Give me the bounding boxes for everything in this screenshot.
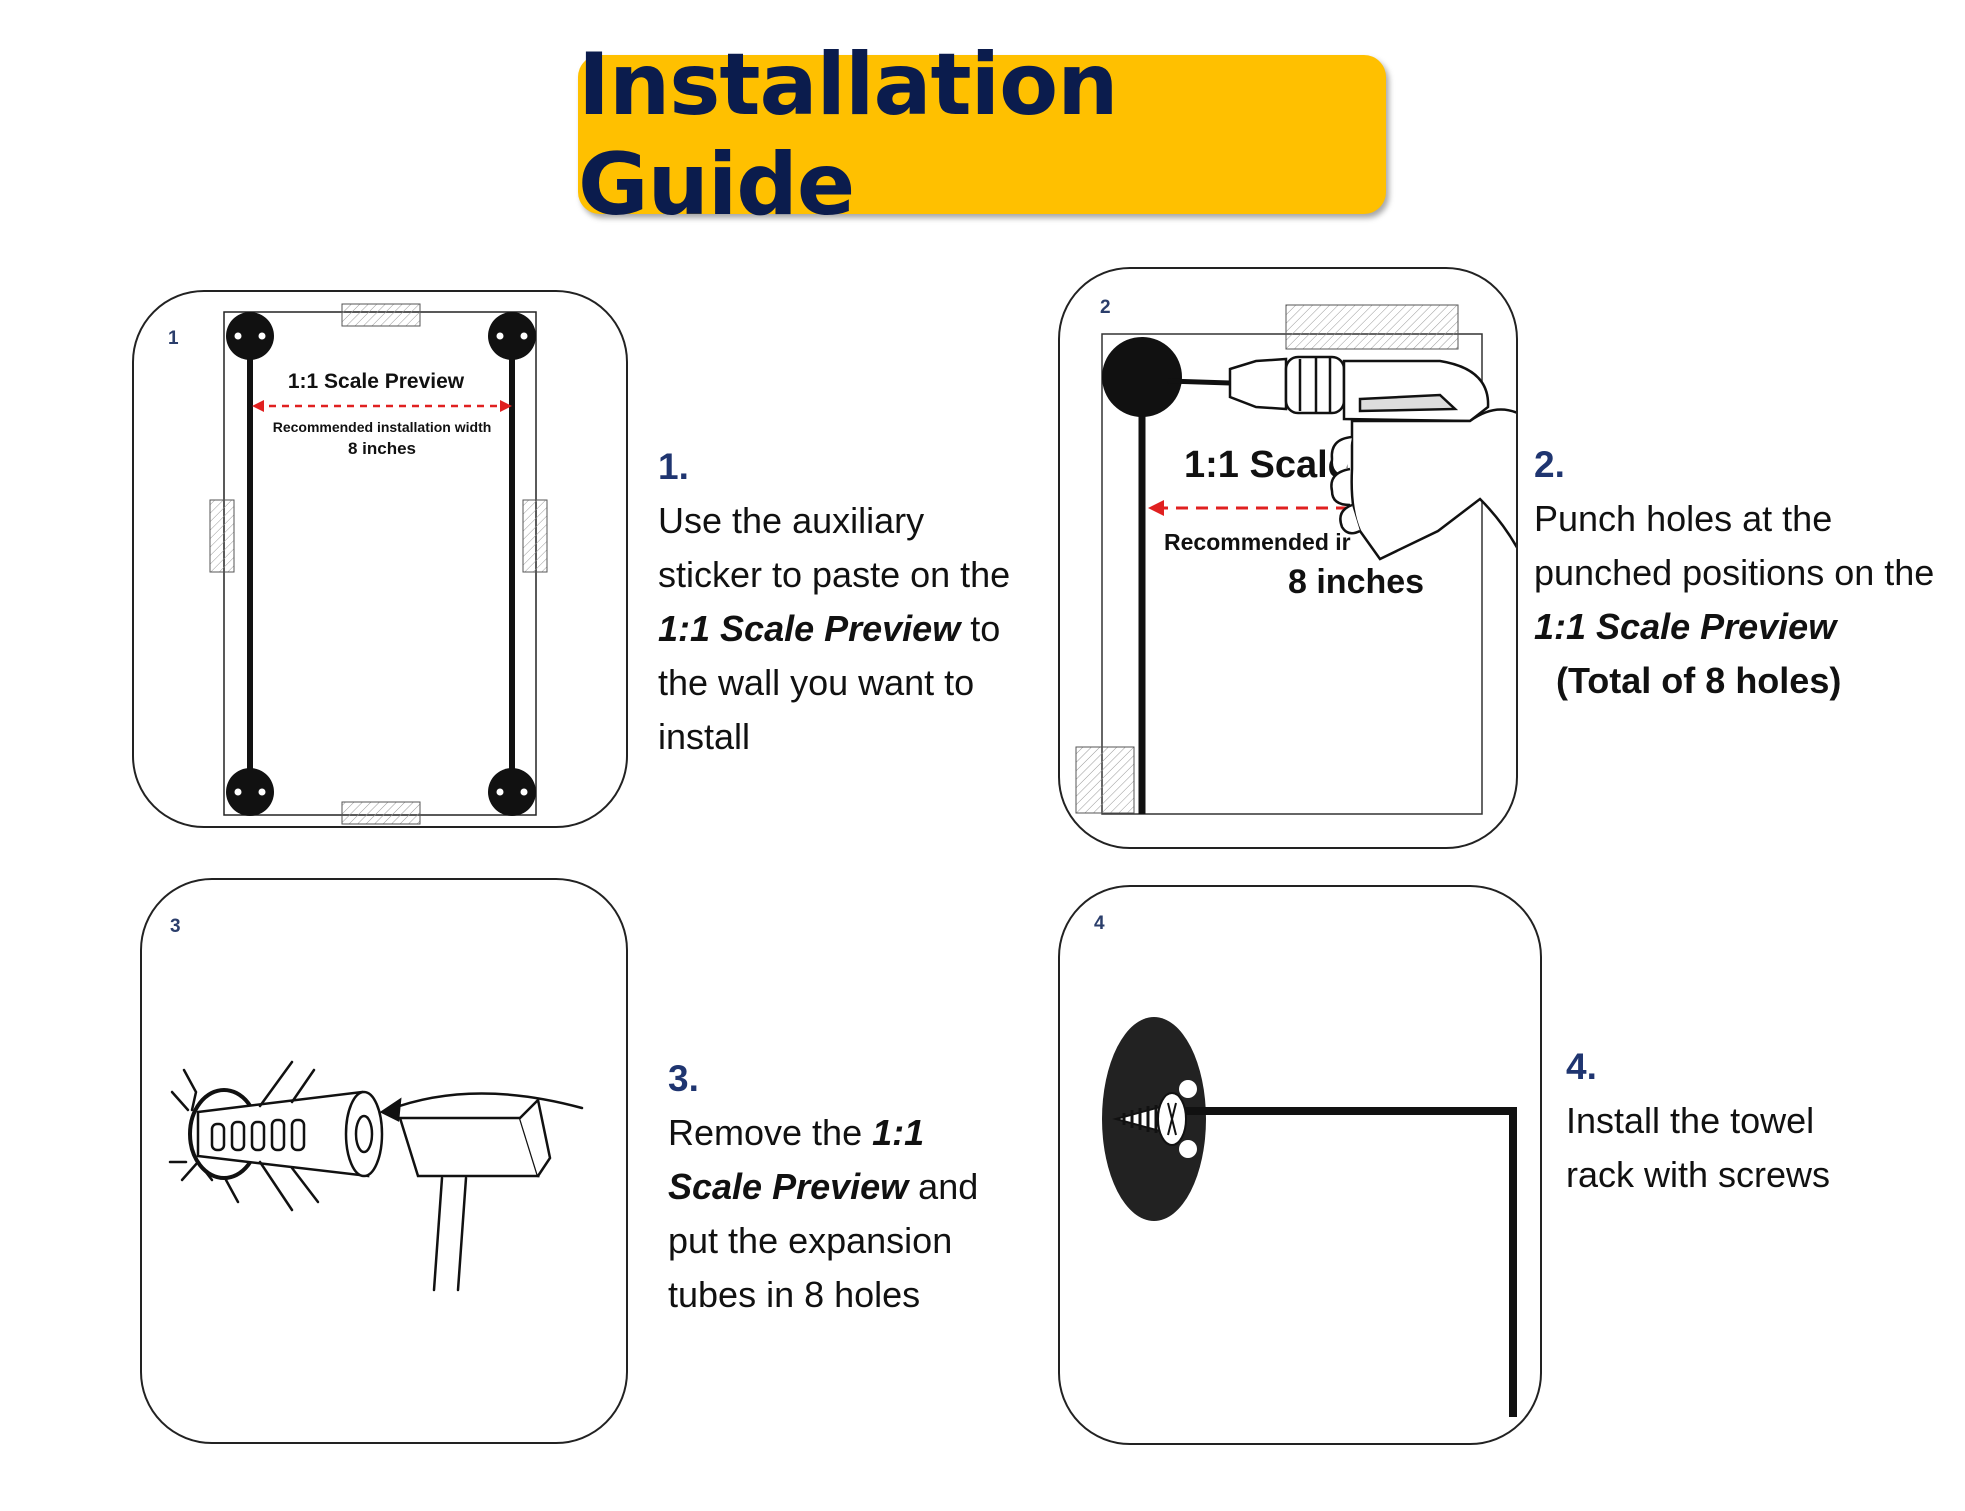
panel-number: 4: [1094, 913, 1105, 934]
step-number: 4.: [1566, 1046, 1597, 1087]
sticker: [1285, 304, 1459, 350]
preview-sheet: [223, 311, 537, 816]
hole-count-note: (Total of 8 holes): [1556, 660, 1842, 701]
sticker-right: [522, 499, 548, 573]
width-label: Recommended installation width: [273, 419, 492, 435]
step-number: 1.: [658, 446, 689, 487]
sticker-bottom: [341, 801, 421, 825]
step-number: 3.: [668, 1058, 699, 1099]
step-emphasis: 1:1 Scale Preview: [1534, 606, 1837, 647]
panel-step-3: 3: [140, 878, 628, 1444]
step-2-text: 2. Punch holes at the punched positions o…: [1534, 438, 1944, 708]
panel-number: 1: [168, 328, 179, 349]
screw-towel-rack-icon: [1102, 1017, 1517, 1417]
step-text: and put the expansion tubes in 8 holes: [668, 1166, 979, 1315]
step-4-text: 4. Install the towel rack with screws: [1566, 1040, 1866, 1202]
sticker-top: [341, 303, 421, 327]
scale-preview-diagram: 1:1 Scale Preview Recommended installati…: [209, 303, 548, 825]
step-text: to the wall you want to install: [658, 608, 1001, 757]
width-label: Recommended ir: [1164, 529, 1351, 555]
width-value: 8 inches: [348, 439, 416, 458]
drill-icon: [1167, 355, 1516, 561]
step-text: Remove the: [668, 1112, 873, 1153]
step-1-text: 1. Use the auxiliary sticker to paste on …: [658, 440, 1018, 764]
title-banner: Installation Guide: [578, 35, 1386, 235]
step-text: Use the auxiliary sticker to paste on th…: [658, 500, 1011, 595]
page-title: Installation Guide: [578, 34, 1118, 235]
step-text: Install the towel rack with screws: [1566, 1100, 1831, 1195]
sticker: [1075, 746, 1135, 814]
step-emphasis: 1:1 Scale Preview: [658, 608, 961, 649]
drill-diagram: 1:1 Scale Recommended ir 8 inches: [1075, 304, 1516, 815]
step-3-text: 3. Remove the 1:1 Scale Preview and put t…: [668, 1052, 1028, 1322]
sticker-left: [209, 499, 235, 573]
panel-step-2: 2 1:1 Scale Recommended ir 8 inches: [1058, 267, 1518, 849]
step-text: Punch holes at the punched positions on …: [1534, 498, 1935, 593]
step-emphasis: 1:1 Scale Preview: [668, 1112, 925, 1207]
preview-label: 1:1 Scale Preview: [288, 370, 465, 393]
screw-icon: [1112, 1092, 1187, 1146]
mount-hole: [1102, 337, 1182, 417]
hammer-expansion-tube-icon: [168, 1060, 584, 1292]
step-number: 2.: [1534, 444, 1565, 485]
towel-rack-bar: [1164, 1107, 1517, 1417]
panel-number: 3: [170, 916, 181, 937]
preview-label: 1:1 Scale: [1184, 444, 1349, 486]
panel-step-4: 4: [1058, 885, 1542, 1445]
width-value: 8 inches: [1288, 563, 1424, 601]
mount-hole: [226, 312, 536, 816]
panel-number: 2: [1100, 297, 1111, 318]
panel-step-1: 1 1:1 Scale Preview Recommended installa…: [132, 290, 628, 828]
